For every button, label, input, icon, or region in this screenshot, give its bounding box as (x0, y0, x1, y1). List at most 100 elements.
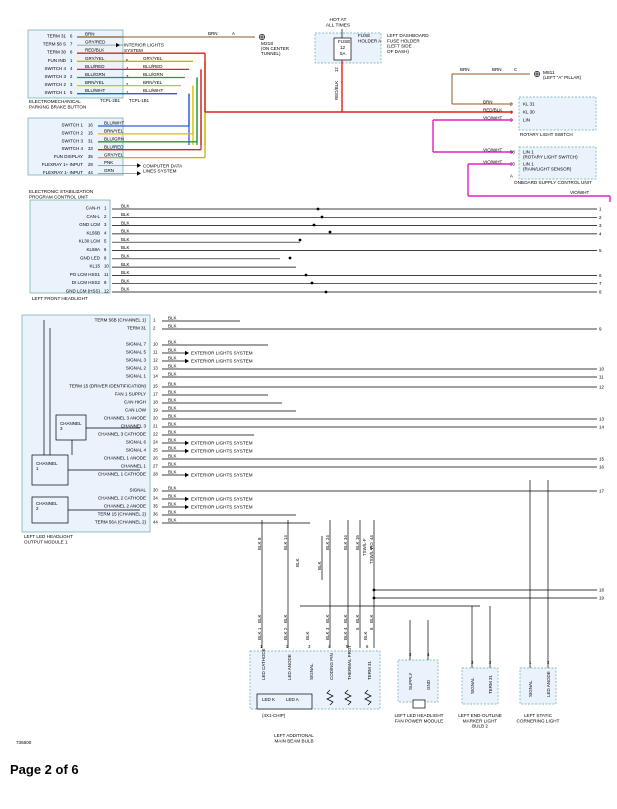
pin-number: 10 (153, 342, 158, 347)
pin-number: 24 (153, 440, 158, 445)
output-module-pin-name: CHANNEL 3 CATHODE (98, 432, 146, 437)
output-module-pin-name: CHANNEL 1 CATHODE (98, 472, 146, 477)
reference-number: 11 (599, 375, 604, 380)
wire-color-label: BLK (343, 631, 348, 640)
front-headlight-label: LEFT FRONT HEADLIGHT (32, 296, 88, 301)
output-module-pin-name: CHANNEL 1 (121, 464, 147, 469)
pin-number: 4 (343, 627, 348, 630)
pin-number: 1 (70, 58, 73, 63)
pin-number: 3 (126, 74, 129, 79)
splice-dot (372, 596, 376, 600)
wire-color-label: VIO (369, 542, 374, 550)
splice-dot (298, 238, 302, 242)
pin-number: 4 (126, 66, 129, 71)
pin-number: 12 (334, 67, 339, 72)
wire-color-label: BLK (283, 631, 288, 640)
pin-number: 4 (328, 644, 331, 649)
wire-color-label: GRN (104, 168, 114, 173)
wire-color-label: BLK (168, 316, 177, 321)
pin-number: 4 (104, 230, 107, 235)
pin-number: 35 (153, 504, 158, 509)
wire-color-label: BLK (283, 614, 288, 623)
wire-color-label: BLK (168, 398, 177, 403)
wire-color-label: BLU/WHT (143, 88, 164, 93)
wire-color-label: BLK (355, 541, 360, 550)
pin-number: 6 (104, 247, 107, 252)
esp-pin-name: SWITCH 3 (61, 138, 83, 143)
pin-number: 3 (409, 652, 412, 657)
wire-color-label: BLK (325, 631, 330, 640)
arrow-icon (137, 163, 141, 168)
splice-dot (328, 230, 332, 234)
arrow-icon (185, 496, 189, 502)
wire-color-label: BLK (121, 254, 130, 259)
output-module-pin-name: SIGNAL 3 (126, 358, 147, 363)
led-chip-label: LED K (262, 697, 275, 702)
wire-color-label: GRY/YEL (85, 56, 105, 61)
wire-color-label: TSW/L-F (362, 538, 367, 556)
onboard-supply-label: ONBOARD SUPPLY CONTROL UNIT (514, 180, 592, 185)
parking-brake-pin-name: SWITCH 1 (44, 90, 66, 95)
wire-color-label: TSW/L-F (369, 546, 374, 564)
figure-code: 736600 (16, 740, 32, 745)
pin-number: 28 (153, 472, 158, 477)
esp-pin-name: FLEXRAY 1+ INPUT (42, 162, 83, 167)
wire-color-label: BLK (121, 237, 130, 242)
splice-dot (316, 207, 320, 211)
reference-number: 3 (599, 223, 602, 228)
pin-number: 9 (104, 280, 107, 285)
page-number: Page 2 of 6 (10, 762, 79, 777)
wire-color-label: BLK (168, 372, 177, 377)
pin-number: 6 (369, 627, 374, 630)
ground-m218-name: M218 (261, 41, 273, 47)
wire-color-label: RED/BLK (85, 48, 104, 53)
reference-number: 14 (599, 425, 605, 430)
reference-number: 7 (599, 281, 602, 286)
pin-number: 2 (153, 326, 156, 331)
fan-pin-name: SUPPLY (408, 673, 413, 690)
front-headlight-pin-name: CAN-L (86, 214, 100, 219)
arrow-icon (137, 171, 141, 176)
reference-number: 10 (599, 367, 605, 372)
pin-number: 13 (153, 366, 158, 371)
fuse-rating: 5A (340, 51, 347, 56)
ground-m811-desc: (LEFT "A" PILLAR) (543, 75, 582, 80)
output-module-pin-name: SIGNAL 6 (126, 440, 147, 445)
pin-number: 26 (153, 456, 158, 461)
pin-number: 58 (510, 150, 515, 155)
wire-color-label: BLK (121, 245, 130, 250)
output-module-pin-name: SIGNAL 5 (126, 350, 147, 355)
front-headlight-pin-name: GND LED (80, 255, 101, 260)
output-module-pin-name: TERM 15 (DRIVER IDENTIFICATION) (69, 384, 146, 389)
pin-number: 6 (366, 644, 369, 649)
main-beam-pin-name: CODING PIN (329, 653, 334, 680)
pin-number: 34 (343, 535, 348, 540)
resistor-icon (326, 689, 334, 706)
front-headlight-pin-name: GND LCM (HSS) (66, 289, 101, 294)
pin-number: 27 (153, 464, 158, 469)
pin-number: 3 (308, 644, 311, 649)
pin-number: 12 (153, 358, 158, 363)
pin-number: 35 (88, 154, 93, 159)
front-headlight-pin-name: KL56B (86, 230, 100, 235)
connector-label: TCPL-1B1 (129, 98, 150, 103)
wire-color-label: BLK (168, 356, 177, 361)
pin-number: 5 (126, 58, 129, 63)
output-module-pin-name: TERM 56A (CHANNEL 2) (95, 520, 147, 525)
front-headlight-pin-name: KL58A (86, 247, 100, 252)
exterior-lights-label: EXTERIOR LIGHTS SYSTEM (191, 497, 253, 502)
wire-color-label: VIO/WHT (483, 160, 502, 165)
esp-pin-name: SWITCH 2 (61, 130, 83, 135)
pin-number: 3 (70, 82, 73, 87)
arrow-icon (185, 358, 189, 364)
pin-number: 3 (325, 627, 330, 630)
wire-color-label: VIO/WHT (570, 190, 589, 195)
wire-color-label: BLK (325, 614, 330, 623)
cornering-box (519, 667, 557, 705)
wire-color-label: BLK (257, 631, 262, 640)
splice-dot (288, 256, 292, 260)
pin-number: 44 (88, 170, 93, 175)
